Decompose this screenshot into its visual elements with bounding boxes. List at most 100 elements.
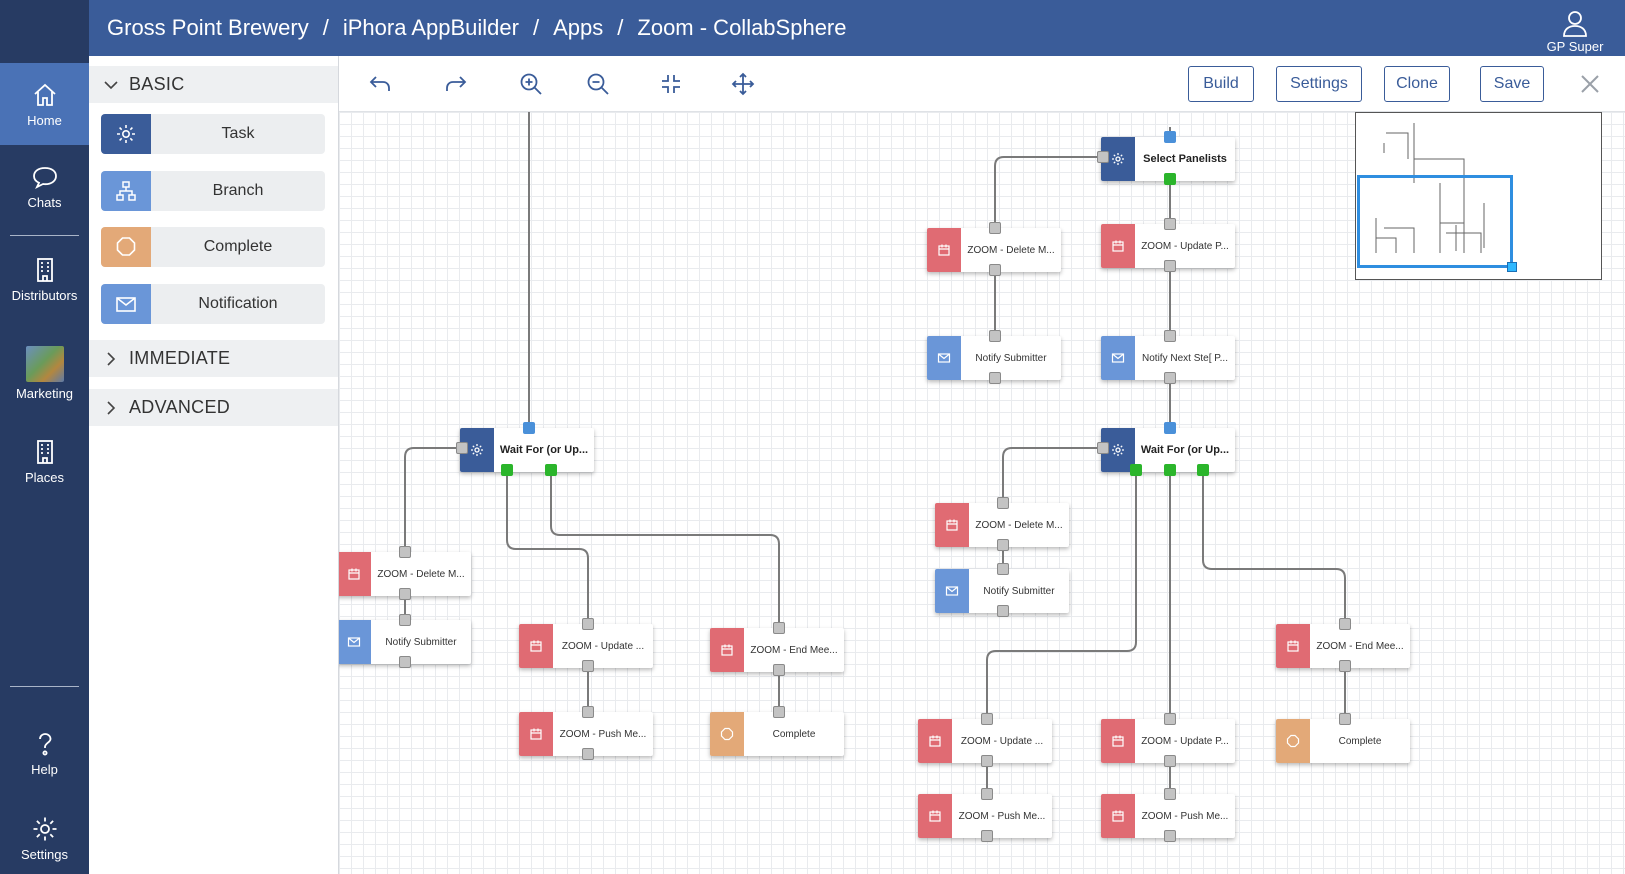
- workflow-canvas[interactable]: Wait For (or Up... ZOOM - Delete M... No…: [339, 112, 1625, 874]
- output-port[interactable]: [1164, 464, 1176, 476]
- side-port[interactable]: [1097, 151, 1109, 163]
- nav-places[interactable]: Places: [0, 420, 89, 502]
- output-port[interactable]: [989, 264, 1001, 276]
- minimap-resize-handle[interactable]: [1507, 262, 1517, 272]
- section-immediate[interactable]: IMMEDIATE: [89, 340, 338, 377]
- workflow-node-zoom[interactable]: ZOOM - Update ...: [918, 713, 1052, 767]
- workflow-node-zoom[interactable]: ZOOM - End Mee...: [710, 622, 844, 676]
- nav-help[interactable]: Help: [0, 712, 89, 794]
- save-button[interactable]: Save: [1480, 66, 1544, 102]
- user-menu[interactable]: GP Super: [1540, 2, 1610, 54]
- input-port[interactable]: [773, 622, 785, 634]
- output-port[interactable]: [981, 830, 993, 842]
- output-port[interactable]: [997, 539, 1009, 551]
- workflow-node-zoom[interactable]: ZOOM - Delete M...: [927, 222, 1061, 276]
- output-port[interactable]: [1130, 464, 1142, 476]
- close-button[interactable]: [1572, 66, 1608, 102]
- section-basic[interactable]: BASIC: [89, 66, 338, 103]
- input-port[interactable]: [981, 788, 993, 800]
- palette-task[interactable]: Task: [101, 114, 325, 154]
- output-port[interactable]: [981, 755, 993, 767]
- input-port[interactable]: [1164, 788, 1176, 800]
- nav-marketing[interactable]: Marketing: [0, 332, 89, 414]
- pan-button[interactable]: [725, 66, 761, 102]
- workflow-node-zoom[interactable]: ZOOM - Update P...: [1101, 713, 1235, 767]
- output-port[interactable]: [399, 656, 411, 668]
- input-port[interactable]: [997, 563, 1009, 575]
- workflow-node-task[interactable]: Wait For (or Up...: [456, 422, 594, 476]
- input-port[interactable]: [1339, 618, 1351, 630]
- side-port[interactable]: [1097, 442, 1109, 454]
- zoom-out-button[interactable]: [580, 66, 616, 102]
- undo-button[interactable]: [362, 66, 398, 102]
- output-port[interactable]: [545, 464, 557, 476]
- workflow-node-zoom[interactable]: ZOOM - Push Me...: [918, 788, 1052, 842]
- workflow-node-complete[interactable]: Complete: [710, 706, 844, 756]
- input-port[interactable]: [1339, 713, 1351, 725]
- output-port[interactable]: [1164, 260, 1176, 272]
- input-port[interactable]: [1164, 218, 1176, 230]
- input-port[interactable]: [399, 614, 411, 626]
- output-port[interactable]: [989, 372, 1001, 384]
- workflow-node-zoom[interactable]: ZOOM - Push Me...: [1101, 788, 1235, 842]
- workflow-node-zoom[interactable]: ZOOM - Delete M...: [339, 546, 471, 600]
- nav-settings[interactable]: Settings: [0, 797, 89, 874]
- input-port[interactable]: [1164, 131, 1176, 143]
- workflow-node-zoom[interactable]: ZOOM - Push Me...: [519, 706, 653, 760]
- build-button[interactable]: Build: [1188, 66, 1254, 102]
- side-port[interactable]: [456, 442, 468, 454]
- workflow-node-notify[interactable]: Notify Submitter: [935, 563, 1069, 617]
- minimap[interactable]: [1355, 112, 1602, 280]
- minimap-viewport[interactable]: [1357, 175, 1513, 268]
- breadcrumb-org[interactable]: Gross Point Brewery: [107, 15, 309, 40]
- redo-button[interactable]: [438, 66, 474, 102]
- nav-chats[interactable]: Chats: [0, 145, 89, 227]
- section-advanced[interactable]: ADVANCED: [89, 389, 338, 426]
- input-port[interactable]: [523, 422, 535, 434]
- workflow-node-zoom[interactable]: ZOOM - Delete M...: [935, 497, 1069, 551]
- nav-distributors[interactable]: Distributors: [0, 238, 89, 320]
- workflow-node-task[interactable]: Wait For (or Up...: [1097, 422, 1235, 476]
- output-port[interactable]: [582, 660, 594, 672]
- palette-branch[interactable]: Branch: [101, 171, 325, 211]
- input-port[interactable]: [582, 618, 594, 630]
- input-port[interactable]: [981, 713, 993, 725]
- output-port[interactable]: [773, 664, 785, 676]
- workflow-node-notify[interactable]: Notify Submitter: [927, 330, 1061, 384]
- workflow-node-complete[interactable]: Complete: [1276, 713, 1410, 763]
- clone-button[interactable]: Clone: [1384, 66, 1450, 102]
- palette-notification[interactable]: Notification: [101, 284, 325, 324]
- output-port[interactable]: [1164, 372, 1176, 384]
- breadcrumb-apps[interactable]: Apps: [553, 15, 604, 40]
- input-port[interactable]: [989, 330, 1001, 342]
- zoom-in-button[interactable]: [513, 66, 549, 102]
- workflow-node-zoom[interactable]: ZOOM - Update P...: [1101, 218, 1235, 272]
- input-port[interactable]: [582, 706, 594, 718]
- output-port[interactable]: [582, 748, 594, 760]
- output-port[interactable]: [1164, 173, 1176, 185]
- workflow-node-task[interactable]: Select Panelists: [1097, 131, 1235, 185]
- output-port[interactable]: [1164, 755, 1176, 767]
- output-port[interactable]: [1197, 464, 1209, 476]
- workflow-node-zoom[interactable]: ZOOM - Update ...: [519, 618, 653, 672]
- fit-button[interactable]: [653, 66, 689, 102]
- output-port[interactable]: [399, 588, 411, 600]
- input-port[interactable]: [1164, 422, 1176, 434]
- output-port[interactable]: [1164, 830, 1176, 842]
- input-port[interactable]: [989, 222, 1001, 234]
- palette-complete[interactable]: Complete: [101, 227, 325, 267]
- input-port[interactable]: [399, 546, 411, 558]
- nav-home[interactable]: Home: [0, 63, 89, 145]
- workflow-node-notify[interactable]: Notify Next Ste[ P...: [1101, 330, 1235, 384]
- breadcrumb-appbuilder[interactable]: iPhora AppBuilder: [342, 15, 519, 40]
- output-port[interactable]: [997, 605, 1009, 617]
- workflow-node-notify[interactable]: Notify Submitter: [339, 614, 471, 668]
- input-port[interactable]: [1164, 330, 1176, 342]
- input-port[interactable]: [1164, 713, 1176, 725]
- output-port[interactable]: [1339, 660, 1351, 672]
- input-port[interactable]: [773, 706, 785, 718]
- output-port[interactable]: [501, 464, 513, 476]
- settings-button[interactable]: Settings: [1276, 66, 1362, 102]
- input-port[interactable]: [997, 497, 1009, 509]
- workflow-node-zoom[interactable]: ZOOM - End Mee...: [1276, 618, 1410, 672]
